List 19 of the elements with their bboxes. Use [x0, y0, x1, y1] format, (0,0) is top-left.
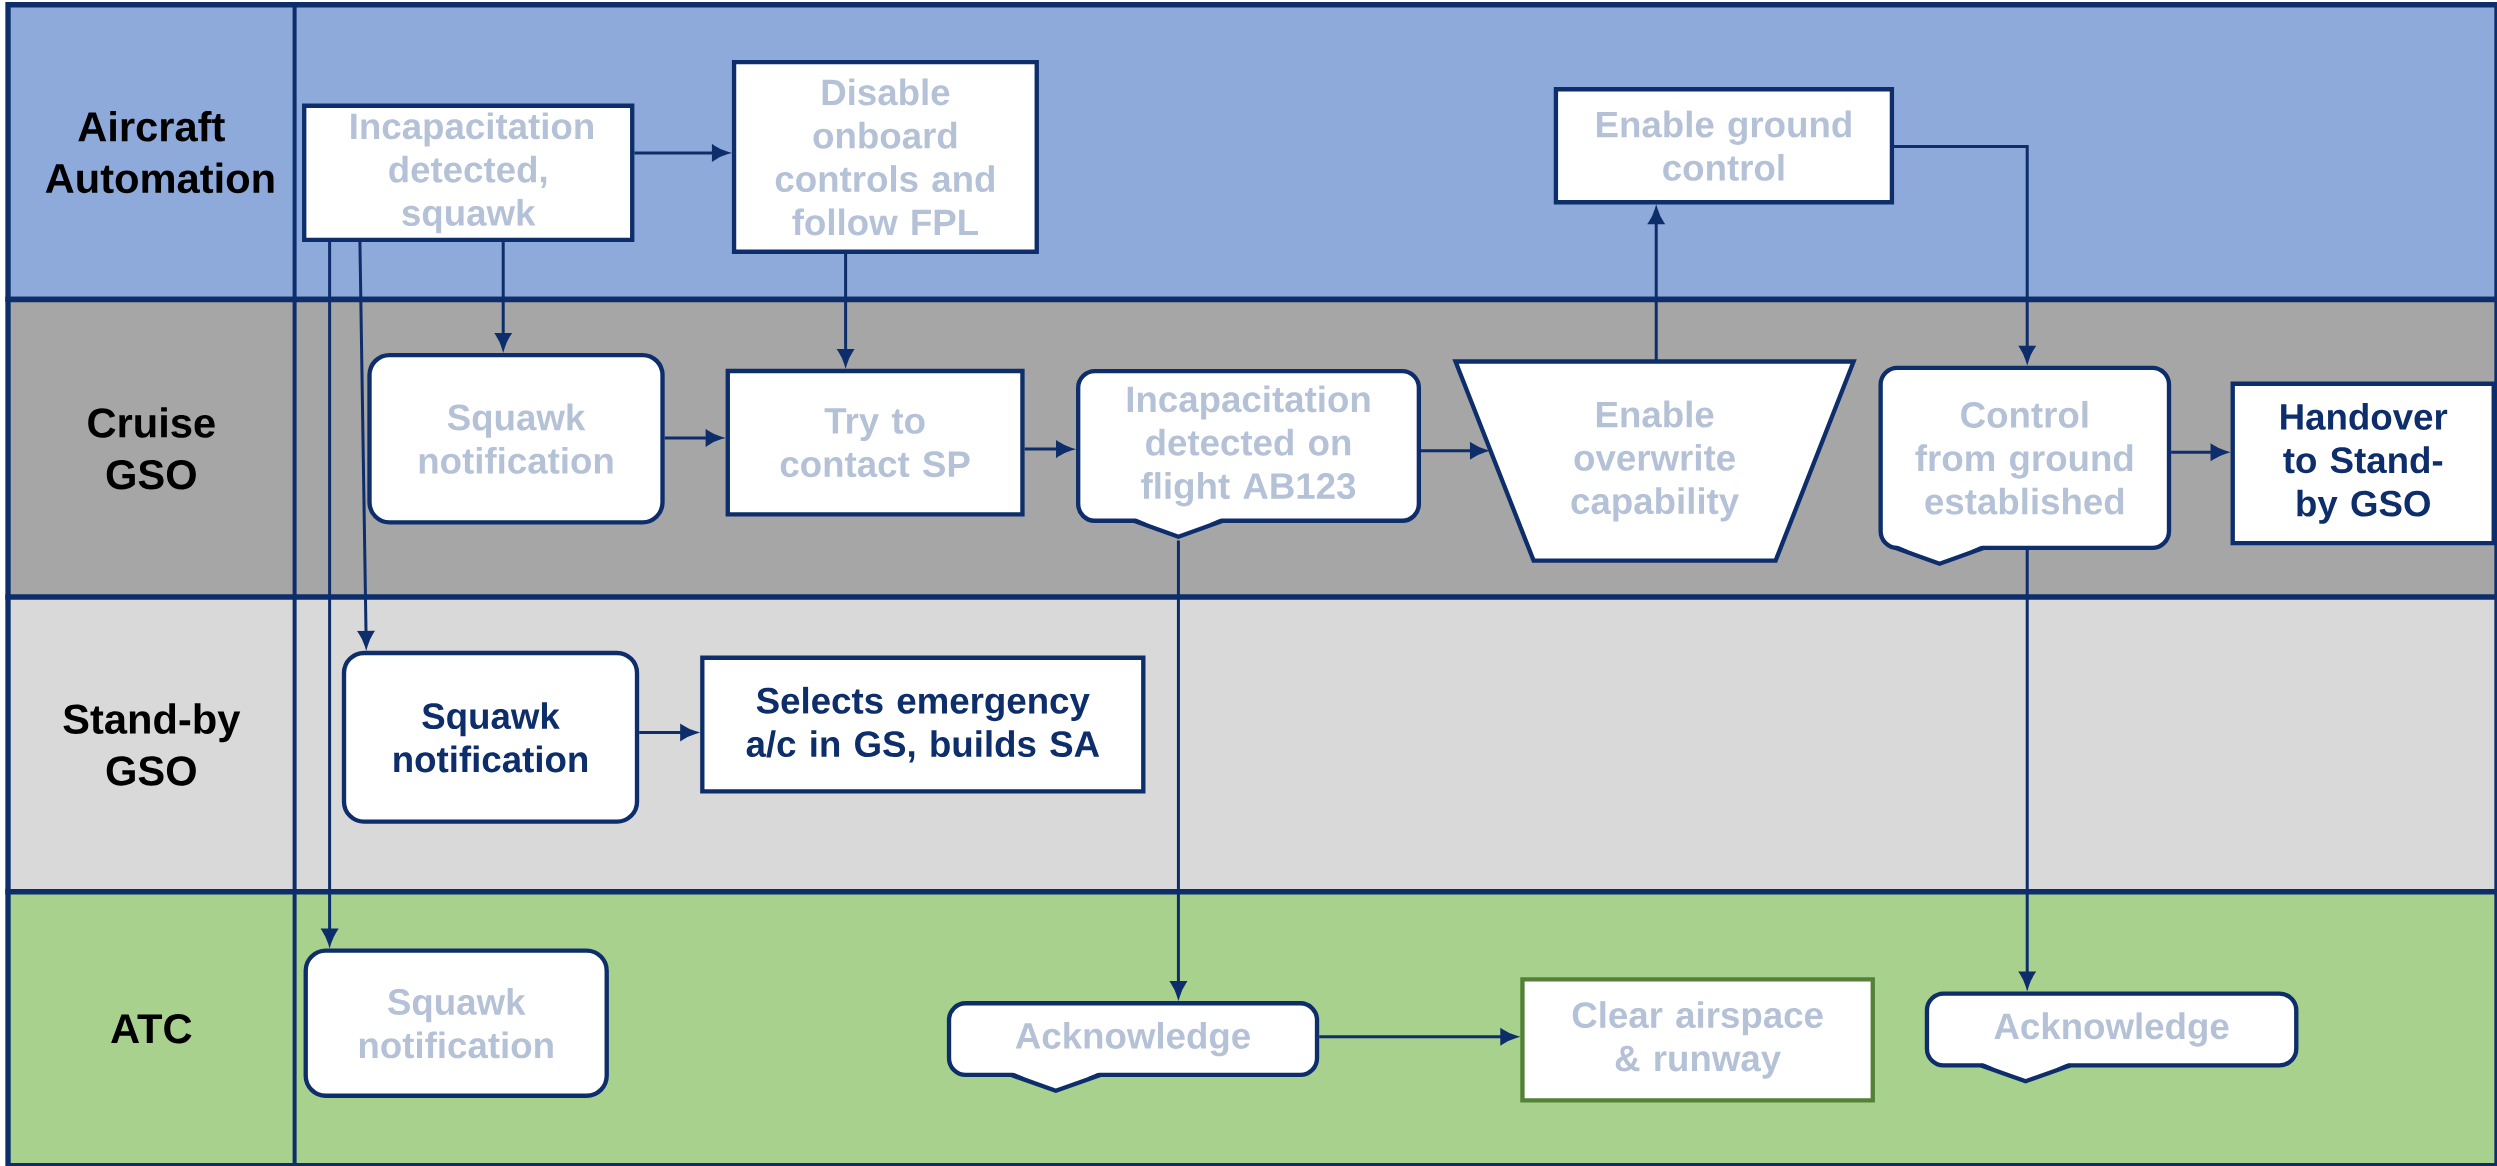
arrow	[358, 242, 374, 648]
arrow	[634, 145, 729, 161]
callout-box: Incapacitation detected on flight AB123	[1076, 368, 1421, 539]
process-box: Disable onboard controls and follow FPL	[731, 59, 1039, 254]
arrow	[495, 242, 511, 350]
process-box: Try to contact SP	[725, 368, 1025, 517]
callout-box: Acknowledge	[1924, 991, 2299, 1084]
process-box: Incapacitation detected, squawk	[302, 103, 635, 243]
arrow	[1024, 441, 1073, 457]
arrow	[1421, 442, 1487, 459]
rounded-box: Squawk notification	[341, 650, 640, 824]
rounded-box: Squawk notification	[303, 948, 609, 1098]
process-box: Selects emergency a/c in GS, builds SA	[700, 655, 1146, 794]
callout-box: Acknowledge	[946, 1001, 1320, 1094]
callout-box: Control from ground established	[1878, 365, 2172, 566]
rounded-box: Squawk notification	[367, 352, 665, 525]
process-box: Clear airspace & runway	[1520, 977, 1875, 1103]
process-box: Enable ground control	[1553, 87, 1895, 205]
process-box: Handover to Stand-by GSO	[2230, 381, 2496, 546]
